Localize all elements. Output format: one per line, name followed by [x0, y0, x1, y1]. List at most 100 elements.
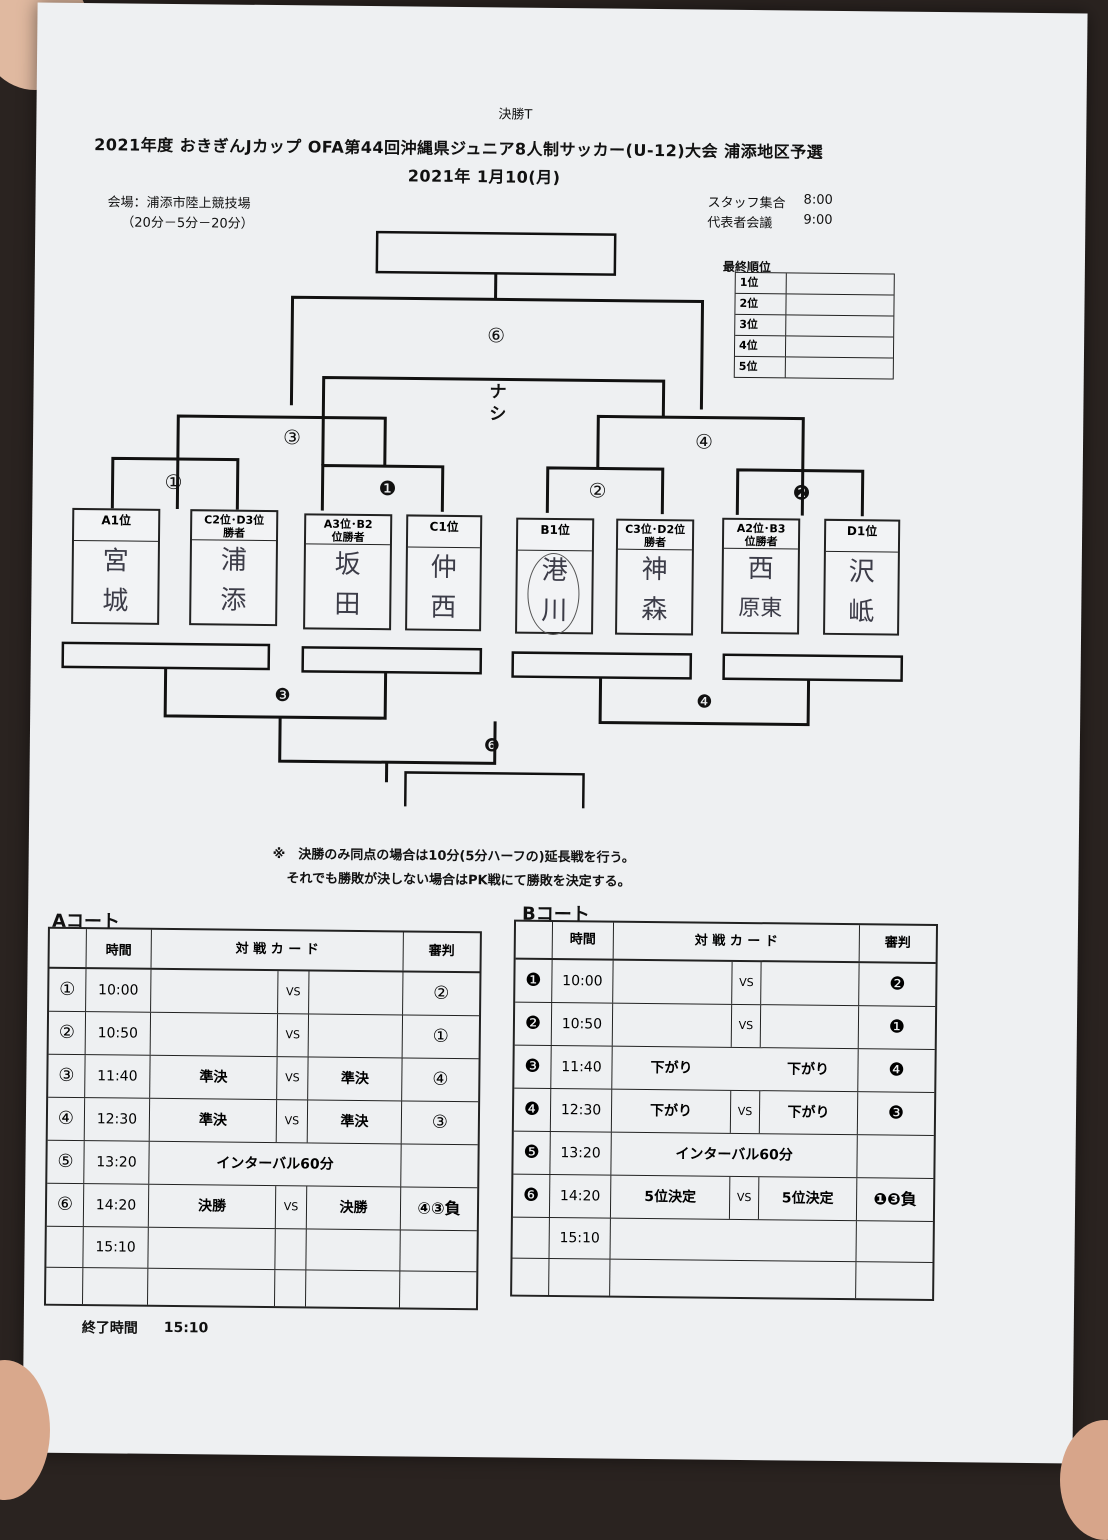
team-name-handwritten: 浦: [192, 540, 276, 581]
match-number: ❺: [513, 1132, 550, 1174]
match-time: 15:10: [550, 1218, 611, 1259]
match-number: ②: [49, 1012, 86, 1054]
team-right: [761, 962, 859, 1005]
note-line-1: ※ 決勝のみ同点の場合は10分(5分ハーフの)延長戦を行う。: [273, 843, 635, 866]
note-line-2: それでも勝敗が決しない場合はPK戦にて勝敗を決定する。: [286, 867, 630, 890]
team-slot: C3位･D2位 勝者 神 森: [615, 519, 694, 636]
slot-label: C1位: [408, 516, 480, 548]
match-time: 13:20: [84, 1141, 149, 1184]
team-right: 準決: [308, 1057, 402, 1100]
team-name-handwritten: 神: [618, 550, 692, 591]
match-time: 14:20: [84, 1184, 149, 1227]
team-right: 決勝: [307, 1186, 401, 1229]
table-row: ❹ 12:30 下がり VS 下がり ❸: [514, 1089, 934, 1136]
slot-label: A3位･B2 位勝者: [306, 515, 390, 545]
team-left: [151, 970, 278, 1013]
team-name-handwritten: 森: [617, 590, 691, 631]
vs-label: VS: [732, 1005, 761, 1047]
match-number: ❶: [515, 960, 552, 1002]
vs-label: VS: [730, 1177, 759, 1219]
team-slot: A1位 宮 城: [71, 508, 160, 625]
match-time: 13:20: [550, 1132, 611, 1175]
table-row: ⑤ 13:20 インターバル60分: [47, 1141, 477, 1189]
team-name-handwritten: 西: [407, 587, 479, 628]
referee: ③: [402, 1101, 478, 1144]
team-right: [761, 1005, 859, 1048]
match-number: ❹: [514, 1089, 551, 1131]
team-name-handwritten: 添: [191, 580, 275, 621]
vs-label: VS: [731, 1091, 760, 1133]
team-right: 準決: [308, 1100, 402, 1143]
referee: ❹: [858, 1049, 934, 1092]
match-time: 11:40: [551, 1046, 612, 1089]
team-right: 下がり: [758, 1048, 858, 1091]
team-left: 下がり: [612, 1047, 730, 1090]
table-row: ① 10:00 VS ②: [49, 969, 479, 1017]
team-name-handwritten: 原東: [723, 589, 797, 630]
semi-right-number: ④: [695, 429, 713, 453]
lower-right-number: ❹: [696, 691, 712, 712]
match-time: 14:20: [550, 1175, 611, 1218]
interval-label: インターバル60分: [149, 1142, 401, 1187]
table-row: 15:10: [46, 1227, 476, 1273]
team-name-handwritten: 城: [73, 581, 157, 622]
table-row: ② 10:50 VS ①: [49, 1012, 479, 1060]
match-number: ❸: [514, 1046, 551, 1088]
match-time: 12:30: [551, 1089, 612, 1132]
team-slot: C1位 仲 西: [405, 514, 482, 631]
table-row: ❶ 10:00 VS ❷: [515, 960, 935, 1007]
final-number: ⑥: [487, 323, 505, 347]
team-slot: B1位 港 川: [515, 518, 594, 635]
slot-label: D1位: [826, 521, 898, 553]
vs-label: VS: [278, 971, 309, 1013]
team-slot: A2位･B3 位勝者 西 原東: [721, 518, 800, 635]
match-time: 12:30: [85, 1098, 150, 1141]
vs-label: VS: [276, 1186, 307, 1228]
team-left: 下がり: [612, 1090, 731, 1133]
interval-label: インターバル60分: [611, 1133, 857, 1178]
table-row: ❸ 11:40 下がり 下がり ❹: [514, 1046, 934, 1093]
team-left: [151, 1013, 278, 1056]
team-slot: C2位･D3位 勝者 浦 添: [189, 509, 278, 626]
vs-label: VS: [277, 1100, 308, 1142]
referee: ❷: [859, 963, 935, 1006]
team-right: [309, 971, 403, 1014]
team-name-handwritten: 岻: [825, 592, 897, 633]
end-time-value: 15:10: [164, 1320, 209, 1336]
match-time: 10:50: [86, 1012, 151, 1055]
r1-number: ①: [164, 470, 182, 494]
team-right: 5位決定: [759, 1177, 857, 1220]
team-slot: D1位 沢 岻: [823, 519, 900, 636]
lower-left-number: ❸: [274, 685, 290, 706]
slot-label: C3位･D2位 勝者: [618, 521, 692, 551]
referee: ②: [403, 972, 479, 1015]
slot-label: B1位: [518, 520, 592, 552]
referee: [401, 1144, 477, 1187]
referee: ❶❸負: [857, 1178, 933, 1221]
header-time: 時間: [553, 922, 614, 959]
r1-number: ②: [588, 478, 606, 502]
third-place-nashi: ナ シ: [489, 381, 506, 425]
lower-final-number: ❻: [484, 735, 500, 756]
referee: ①: [403, 1015, 479, 1058]
match-time: 11:40: [85, 1055, 150, 1098]
header-time: 時間: [87, 929, 152, 968]
header-card: 対 戦 カ ー ド: [152, 930, 404, 971]
team-left: 準決: [150, 1056, 277, 1099]
referee: ④③負: [401, 1187, 477, 1230]
referee: [857, 1135, 933, 1178]
paper-sheet: 決勝T 2021年度 おきぎんJカップ OFA第44回沖縄県ジュニア8人制サッカ…: [22, 3, 1087, 1464]
end-time-label: 終了時間: [82, 1317, 138, 1338]
table-row: [512, 1259, 932, 1299]
match-number: ③: [48, 1055, 85, 1097]
header-card: 対 戦 カ ー ド: [614, 923, 860, 962]
match-number: ⑤: [47, 1141, 84, 1183]
match-number: ④: [48, 1098, 85, 1140]
table-row: ❻ 14:20 5位決定 VS 5位決定 ❶❸負: [513, 1175, 933, 1222]
team-left: [613, 961, 732, 1004]
table-row: ④ 12:30 準決 VS 準決 ③: [48, 1098, 478, 1146]
header-ref: 審判: [860, 925, 936, 962]
referee: ❸: [858, 1092, 934, 1135]
match-number: ❷: [515, 1003, 552, 1045]
circled-team: 港 川: [517, 551, 592, 632]
